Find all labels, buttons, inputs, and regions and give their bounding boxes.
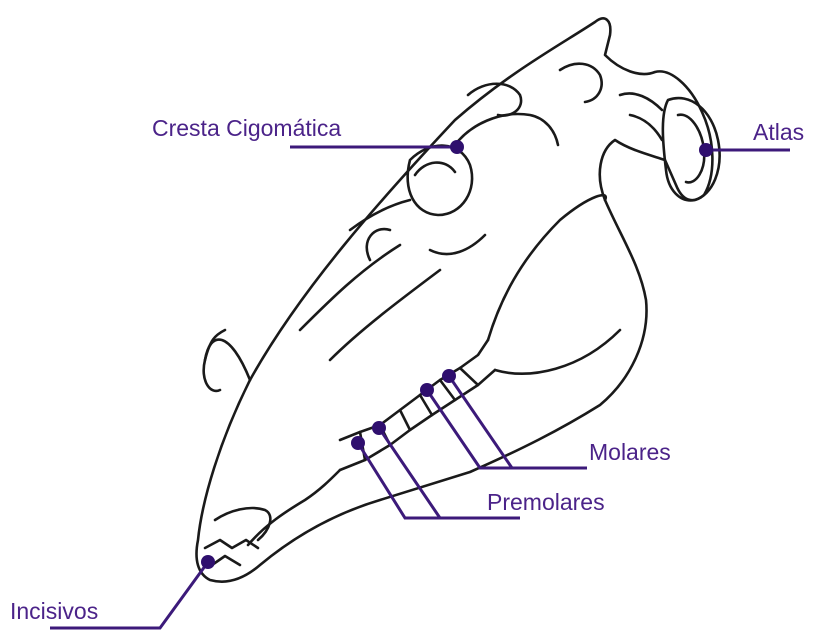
label-premolares: Premolares [487,491,605,514]
cresta-dot [450,140,464,154]
incisor-dot [201,555,215,569]
tooth-row [340,340,488,440]
molar-dot-1 [420,383,434,397]
premolar-dot-1 [351,436,365,450]
premolares-leader-1 [358,443,440,518]
label-cresta-cigomatica: Cresta Cigomática [152,117,341,140]
molares-leader-2 [449,376,512,468]
leader-lines [50,147,790,628]
molar-dot-2 [442,369,456,383]
mandible [248,470,340,545]
skull-outline [197,18,713,581]
label-incisivos: Incisivos [10,600,98,623]
nasal-line [204,340,250,391]
premolar-dot-2 [372,421,386,435]
label-atlas: Atlas [753,121,804,144]
atlas-dot [699,143,713,157]
label-molares: Molares [589,441,671,464]
orbit [408,146,472,215]
